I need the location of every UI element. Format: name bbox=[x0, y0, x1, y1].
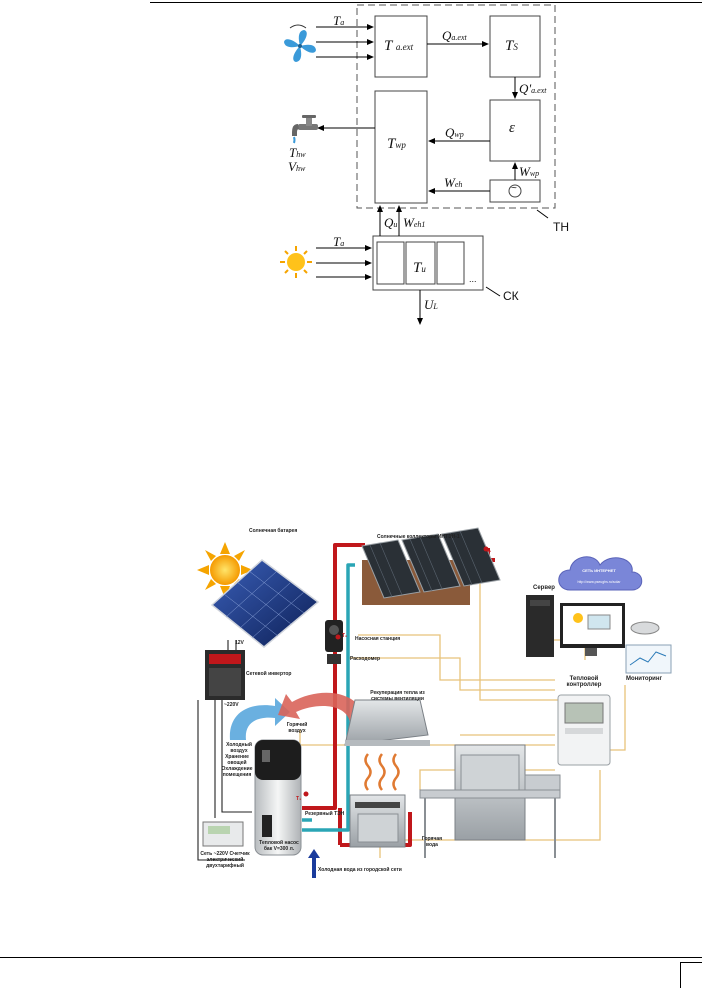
label-hot-water: Горячая вода bbox=[421, 836, 443, 848]
label-w-eh1: Weh1 bbox=[403, 215, 426, 230]
label-epsilon: ε bbox=[509, 120, 515, 136]
label-flow-meter: Расходомер bbox=[350, 656, 381, 662]
label-hot-air: Горячий воздух bbox=[286, 722, 308, 734]
label-pump-station: Насосная станция bbox=[355, 636, 401, 642]
page-number-box bbox=[680, 962, 702, 988]
label-internet-title: СЕТЬ ИНТЕРНЕТ bbox=[582, 568, 616, 573]
label-cold-water: Холодная вода из городской сети bbox=[318, 867, 402, 873]
label-t3: T₃ bbox=[296, 796, 302, 802]
ventilation-hood-icon bbox=[344, 699, 430, 746]
label-t-a-bottom: Ta bbox=[333, 234, 345, 249]
oven-icon bbox=[349, 794, 406, 848]
label-grid-meter: Сеть ~220V Счетчик электрический двухтар… bbox=[200, 851, 250, 869]
heat-pump-tank-icon bbox=[254, 739, 302, 856]
heater-symbol: ~ bbox=[511, 183, 517, 194]
label-storage-cooling: Хранение овощей Охлаждение помещения bbox=[221, 754, 253, 778]
label-ts: TS bbox=[505, 38, 518, 54]
heat-waves-icon bbox=[364, 753, 400, 791]
cold-air-arrow-icon bbox=[229, 698, 290, 740]
label-reserve-heater: Резервный ТЭН bbox=[305, 811, 345, 817]
label-q-u: Qu bbox=[384, 215, 398, 230]
monitoring-icon bbox=[625, 621, 672, 674]
label-monitoring: Мониторинг bbox=[626, 676, 662, 682]
label-cold-air: Холодный воздух bbox=[226, 742, 252, 754]
box-twp bbox=[374, 90, 428, 204]
pump-station-icon bbox=[325, 620, 343, 664]
label-twp: Twp bbox=[387, 136, 406, 152]
box-t-aext bbox=[374, 15, 428, 78]
block-diagram-lines bbox=[280, 4, 556, 325]
label-server: Сервер bbox=[533, 585, 555, 591]
dishwasher-icon bbox=[419, 744, 561, 858]
box-epsilon bbox=[489, 99, 541, 162]
heat-pump-boundary bbox=[356, 4, 556, 209]
label-internet-url: http://www.pseughs.ru/solar bbox=[577, 580, 621, 584]
box-ts bbox=[489, 15, 541, 78]
collector-more: ... bbox=[469, 274, 477, 284]
label-heat-pump: Тепловой насос бак V=300 л. bbox=[259, 840, 299, 852]
fan-rotation-arrow bbox=[289, 24, 307, 29]
label-t-a-top: Ta bbox=[333, 13, 345, 28]
server-icon bbox=[526, 595, 625, 657]
label-w-eh: Weh bbox=[444, 175, 463, 190]
solar-panel-icon bbox=[210, 559, 320, 648]
sun-icon bbox=[280, 246, 312, 278]
fan-icon bbox=[284, 30, 316, 62]
label-t1: T₁ bbox=[486, 548, 492, 554]
label-t2: T₂ bbox=[342, 633, 348, 639]
thermal-controller-icon bbox=[557, 694, 611, 766]
label-q-wp: Qwp bbox=[445, 125, 464, 140]
internet-cloud-icon bbox=[558, 556, 643, 591]
label-heat-recovery: Рекуперация тепла из системы вентиляции bbox=[370, 690, 425, 702]
label-solar-battery: Солнечная батарея bbox=[249, 528, 298, 534]
label-th: ТН bbox=[553, 220, 569, 234]
water-tap-icon bbox=[292, 115, 318, 144]
label-grid-inverter: Сетевой инвертор bbox=[246, 671, 292, 677]
footer-rule bbox=[0, 957, 702, 958]
label-220v-top: ~220V bbox=[224, 702, 239, 708]
page-top-rule bbox=[150, 2, 702, 3]
label-w-wp: Wwp bbox=[519, 164, 540, 179]
electric-meter-icon bbox=[202, 821, 244, 847]
label-12v: 12V bbox=[235, 640, 244, 646]
solar-collectors-icon bbox=[361, 527, 501, 605]
label-t-hw: Thw bbox=[289, 145, 306, 160]
label-q-aext: Qa.ext bbox=[442, 28, 467, 43]
label-tu: Tu bbox=[413, 260, 426, 276]
system-illustration bbox=[197, 527, 672, 878]
label-t-aext: T a.ext bbox=[384, 38, 414, 54]
label-sk: СК bbox=[503, 289, 519, 303]
label-q-aext-prime: Q'a.ext bbox=[519, 81, 547, 96]
grid-inverter-icon bbox=[205, 650, 245, 700]
label-v-hw: Vhw bbox=[288, 159, 306, 174]
label-solar-collectors: Солнечные коллекторы ИНТЭН-1 bbox=[377, 534, 460, 540]
label-controller: Тепловой контроллер bbox=[566, 676, 602, 688]
hot-air-arrow-icon bbox=[278, 692, 365, 722]
label-u-l: UL bbox=[424, 297, 438, 312]
